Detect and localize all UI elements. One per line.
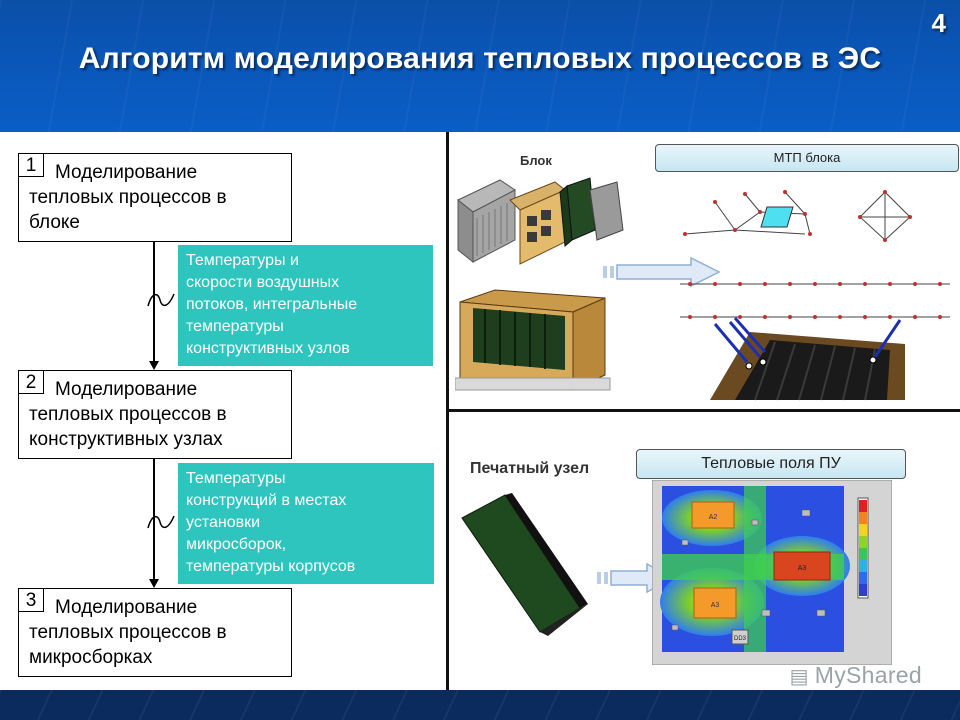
watermark-icon: ▤	[789, 666, 809, 688]
step-box-3: 3 Моделирование тепловых процессов в мик…	[18, 588, 292, 677]
step-2-line-2: тепловых процессов в	[29, 404, 227, 425]
step-3-line-2: тепловых процессов в	[29, 622, 227, 643]
heat-label-dd3: DD3	[734, 636, 747, 642]
watermark-text: MyShared	[814, 662, 922, 688]
connector-squiggle-2	[147, 515, 175, 529]
info-1-line-5: конструктивных узлов	[186, 340, 350, 357]
step-1-line-2: тепловых процессов в	[29, 187, 227, 208]
step-number-2: 2	[18, 370, 44, 394]
info-box-2: Температуры конструкций в местах установ…	[178, 463, 434, 584]
slide-title: Алгоритм моделирования тепловых процессо…	[78, 42, 882, 75]
step-1-line-3: блоке	[29, 212, 80, 233]
connector-line-2	[153, 459, 155, 580]
header-pattern	[0, 0, 960, 132]
horizontal-divider	[449, 409, 960, 412]
mtp-network-diagram	[680, 190, 950, 401]
block-assembly-illustration	[455, 177, 624, 391]
thermal-field-map: A2 A3 A3 DD3	[652, 480, 892, 665]
step-2-line-3: конструктивных узлах	[29, 429, 223, 450]
connector-squiggle-1	[147, 293, 175, 307]
thermal-fields-pill: Тепловые поля ПУ	[636, 449, 906, 479]
block-label: Блок	[520, 153, 552, 168]
info-1-line-2: скорости воздушных	[186, 274, 340, 291]
heat-label-a2: A2	[709, 514, 718, 521]
step-box-2: 2 Моделирование тепловых процессов в кон…	[18, 370, 292, 459]
info-box-1: Температуры и скорости воздушных потоков…	[178, 245, 433, 366]
info-1-line-3: потоков, интегральные	[186, 296, 358, 313]
info-2-line-1: Температуры	[186, 470, 286, 487]
step-3-line-1: Моделирование	[55, 597, 198, 618]
watermark: ▤MyShared	[790, 662, 922, 689]
step-number-1: 1	[18, 153, 44, 177]
printed-node-label: Печатный узел	[470, 460, 590, 477]
slide-header: 4 Алгоритм моделирования тепловых процес…	[0, 0, 960, 132]
info-2-line-4: микросборок,	[186, 536, 287, 553]
step-2-line-1: Моделирование	[55, 379, 198, 400]
mtp-block-pill: МТП блока	[655, 144, 959, 172]
info-2-line-5: температуры корпусов	[186, 558, 356, 575]
connector-arrowhead-2	[149, 579, 159, 588]
connector-arrowhead-1	[149, 361, 159, 370]
heat-label-a3-right: A3	[798, 565, 807, 572]
connector-line-1	[153, 242, 155, 362]
vertical-divider	[446, 132, 449, 690]
step-3-line-3: микросборках	[29, 647, 153, 668]
info-2-line-3: установки	[186, 514, 261, 531]
heat-label-a3-left: A3	[711, 602, 720, 609]
info-1-line-4: температуры	[186, 318, 284, 335]
thermal-fields-label: Тепловые поля ПУ	[701, 455, 841, 472]
transfer-arrow-top	[603, 256, 721, 288]
slide-number: 4	[931, 8, 946, 38]
info-1-line-1: Температуры и	[186, 252, 299, 269]
step-1-line-1: Моделирование	[55, 162, 198, 183]
step-box-1: 1 Моделирование тепловых процессов в бло…	[18, 153, 292, 242]
slide-footer	[0, 690, 960, 720]
step-number-3: 3	[18, 588, 44, 612]
info-2-line-2: конструкций в местах	[186, 492, 347, 509]
mtp-block-label: МТП блока	[773, 150, 841, 165]
pcb-illustration	[461, 493, 588, 636]
